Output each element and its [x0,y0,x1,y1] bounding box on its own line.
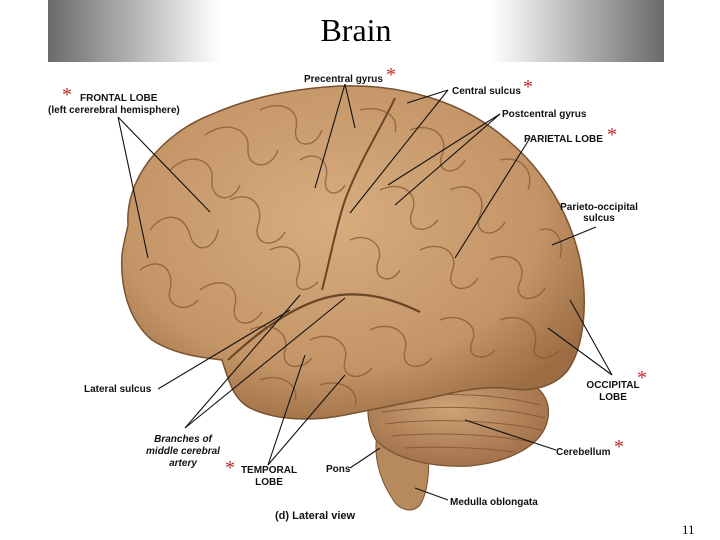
temporal-lobe-label-1: TEMPORAL [240,465,298,476]
pons-label: Pons [326,464,351,475]
postcentral-gyrus-label: Postcentral gyrus [502,109,587,120]
precentral-gyrus-marker: * [386,64,396,86]
page-number: 11 [682,522,695,537]
frontal-lobe-label: FRONTAL LOBE [80,93,158,104]
cerebellum-label: Cerebellum [556,447,611,458]
cerebellum-marker: * [614,436,624,458]
leader-lines [117,83,613,501]
medulla-label: Medulla oblongata [450,497,538,508]
parieto-occipital-label-2: sulcus [583,213,615,224]
title-bar: Brain [48,0,664,62]
lateral-sulcus-label: Lateral sulcus [84,384,152,395]
temporal-lobe-label-2: LOBE [255,477,283,488]
parietal-lobe-label: PARIETAL LOBE [524,134,603,145]
branches-label-3: artery [169,458,197,469]
occipital-lobe-label-2: LOBE [599,392,627,403]
central-sulcus-label: Central sulcus [452,86,521,97]
cerebrum-shape [120,85,585,420]
branches-label-1: Branches of [154,434,212,445]
precentral-gyrus-label: Precentral gyrus [304,74,383,85]
central-sulcus-marker: * [523,76,533,98]
frontal-lobe-marker: * [62,84,72,106]
frontal-lobe-sublabel: (left cererebral hemisphere) [48,105,180,116]
temporal-lobe-marker: * [225,457,235,479]
figure-caption: (d) Lateral view [275,510,356,522]
slide-title: Brain [320,12,392,48]
occipital-lobe-label-1: OCCIPITAL [586,380,640,391]
occipital-lobe-marker: * [637,367,647,389]
parieto-occipital-label-1: Parieto-occipital [560,202,638,213]
branches-label-2: middle cerebral [146,446,220,457]
parietal-lobe-marker: * [607,124,617,146]
